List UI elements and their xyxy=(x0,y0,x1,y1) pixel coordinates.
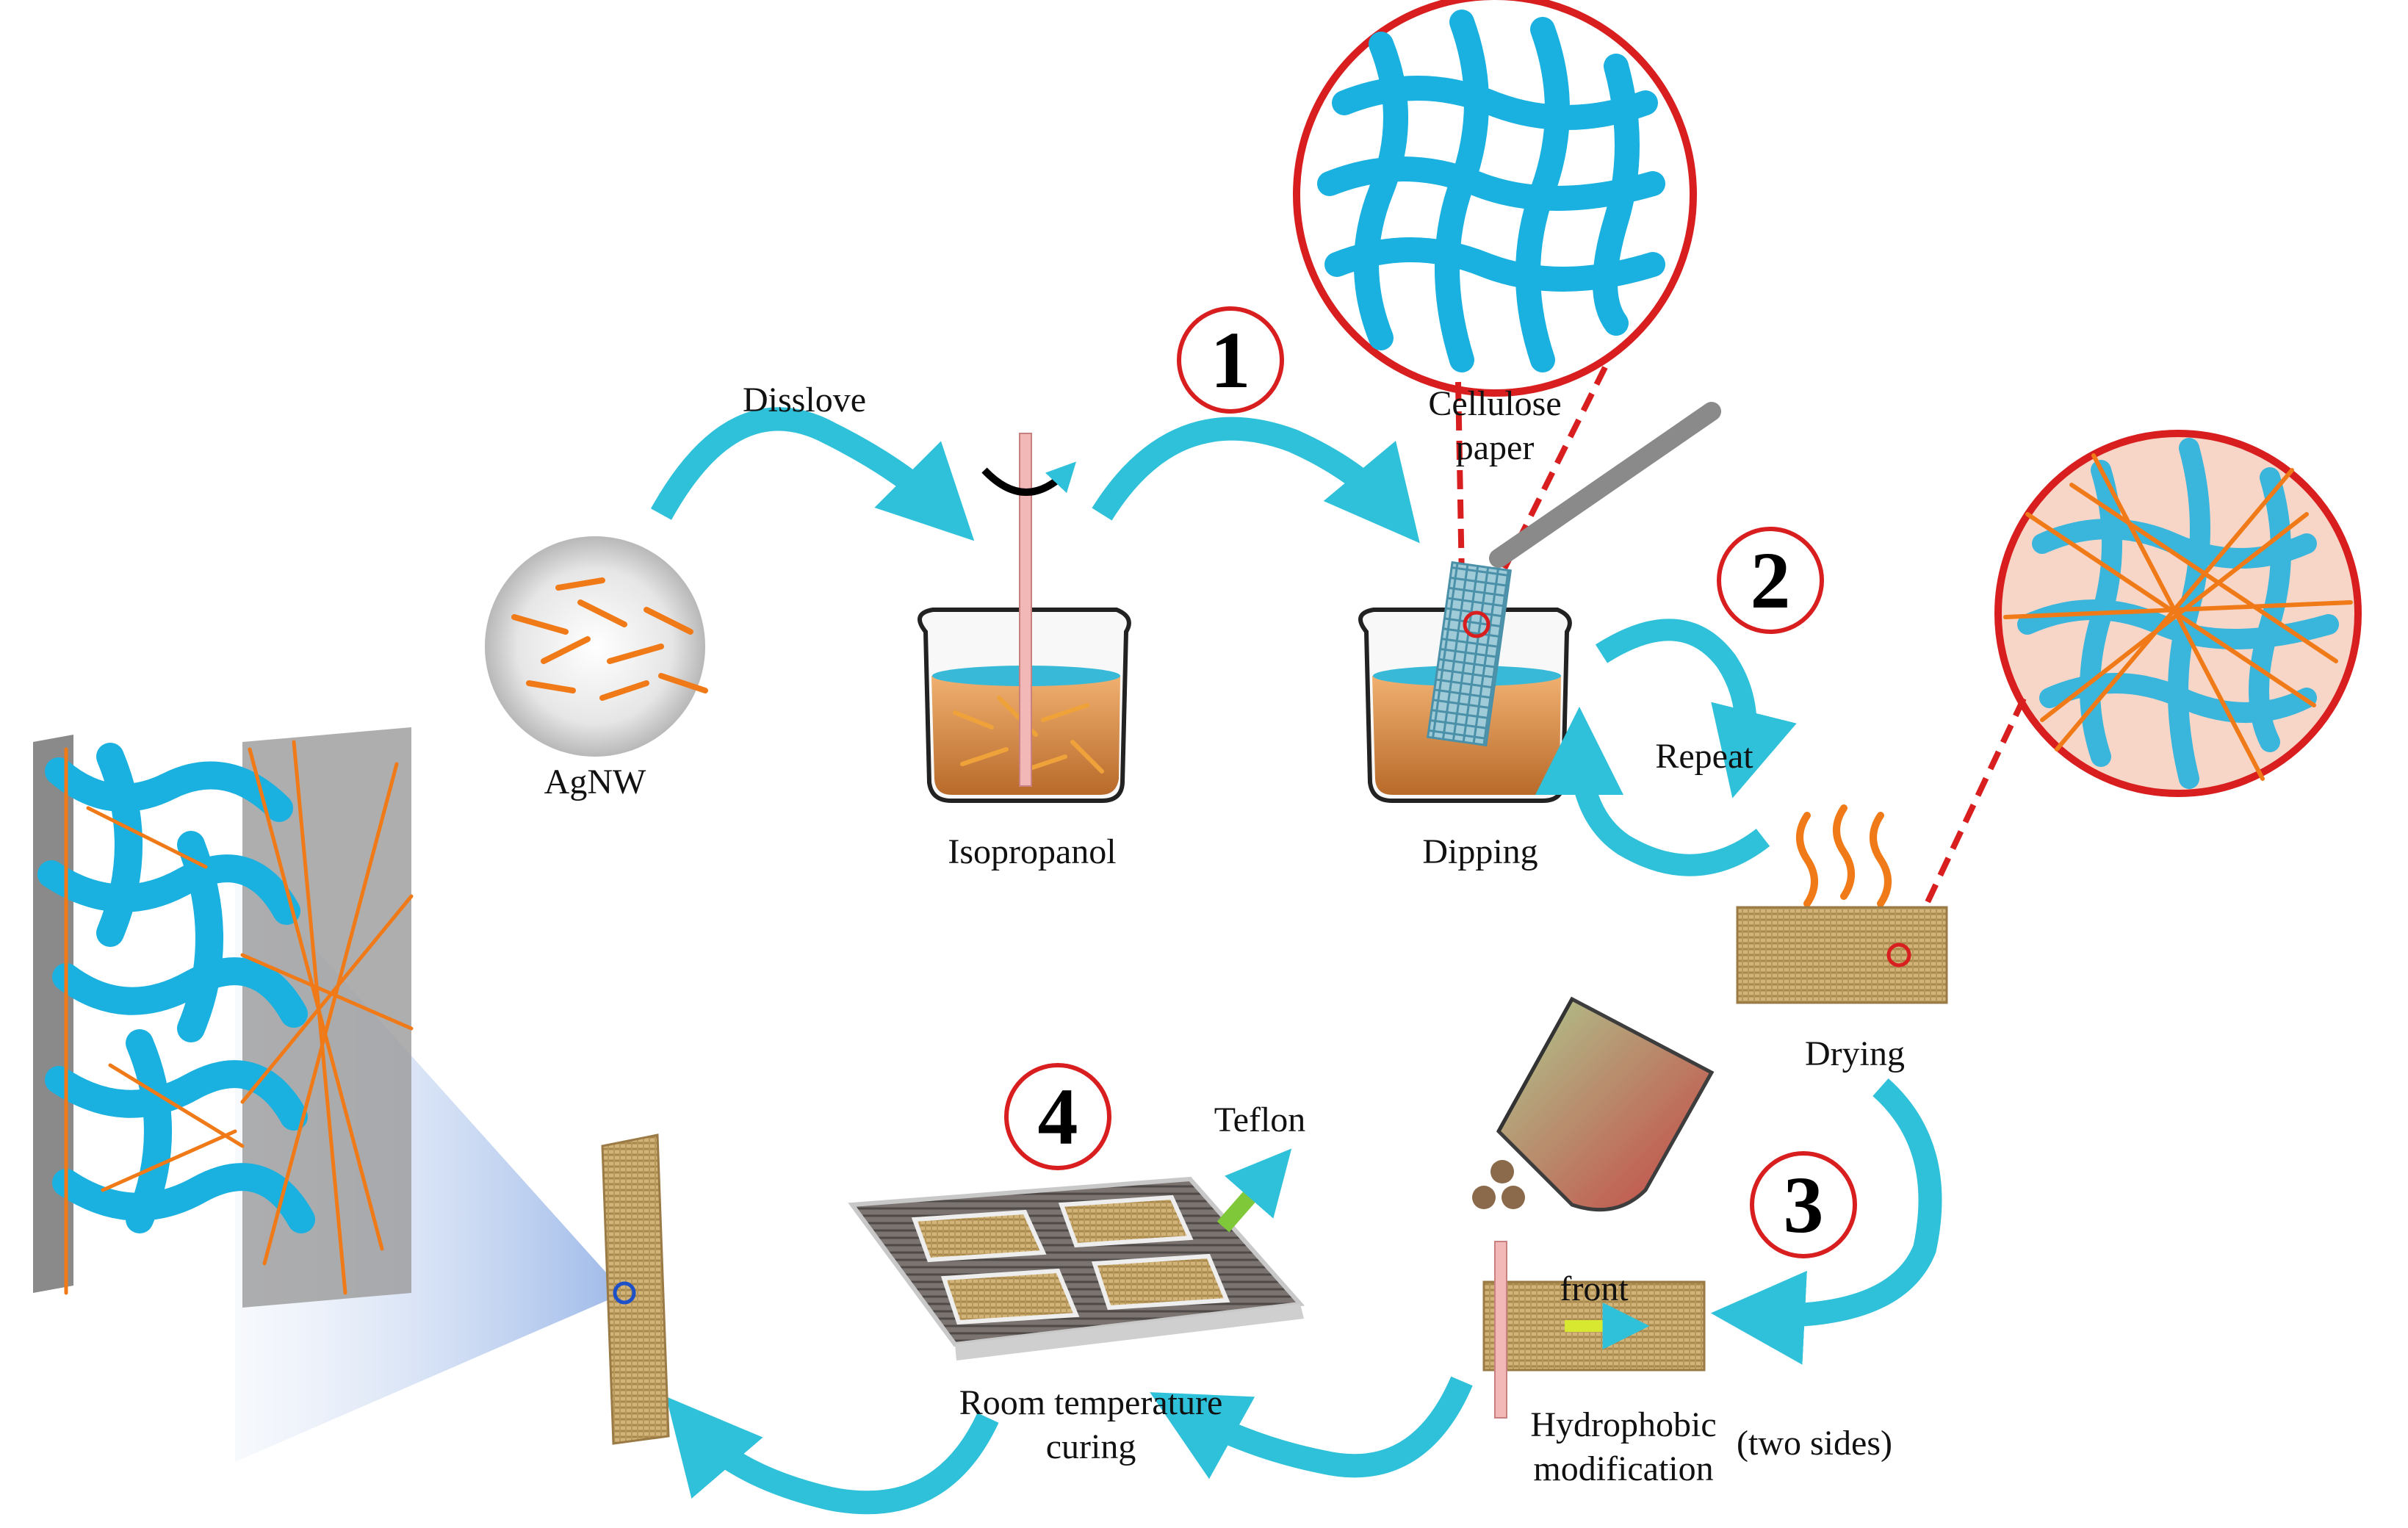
step-3-circle: 3 xyxy=(1750,1151,1857,1258)
label-isopropanol: Isopropanol xyxy=(948,832,1116,871)
label-front: front xyxy=(1560,1269,1629,1308)
label-teflon: Teflon xyxy=(1214,1100,1306,1139)
step-4-circle: 4 xyxy=(1004,1063,1111,1170)
coated-paper-zoom-circle xyxy=(1900,430,2362,956)
step-2-circle: 2 xyxy=(1717,527,1824,634)
tweezers-icon xyxy=(1489,402,1721,568)
arrow-step3 xyxy=(1710,1078,1942,1365)
isopropanol-beaker xyxy=(918,433,1131,803)
arrow-dissolve xyxy=(651,407,975,541)
pouring-beaker xyxy=(1472,996,1715,1212)
dipping-beaker xyxy=(1358,402,1721,803)
step-1-circle: 1 xyxy=(1177,306,1284,414)
label-curing: curing xyxy=(1046,1427,1136,1466)
drying-heat xyxy=(1736,804,1948,1004)
arrow-repeat-back xyxy=(1535,707,1770,876)
label-agnw: AgNW xyxy=(544,763,646,801)
arrow-to-curing xyxy=(1150,1376,1473,1480)
label-drying: Drying xyxy=(1805,1034,1905,1073)
label-cellulose-line2: paper xyxy=(1456,428,1535,467)
teflon-arrow-icon xyxy=(1216,1148,1292,1233)
label-dissolve: Disslove xyxy=(743,381,866,419)
label-repeat: Repeat xyxy=(1655,737,1753,776)
step-3-number: 3 xyxy=(1784,1160,1824,1250)
step-1-number: 1 xyxy=(1211,315,1251,405)
arrow-step1 xyxy=(1092,417,1420,544)
final-sample xyxy=(601,1134,670,1445)
dried-paper xyxy=(1736,906,1948,1004)
label-dipping: Dipping xyxy=(1422,832,1538,871)
cellulose-zoom-circle xyxy=(1293,0,1697,626)
label-room-temperature: Room temperature xyxy=(959,1383,1223,1422)
step-2-number: 2 xyxy=(1751,536,1791,625)
cross-section-illustration xyxy=(33,727,414,1308)
hydrophobic-paper xyxy=(1482,1241,1706,1419)
teflon-plate xyxy=(848,1148,1305,1361)
arrow-to-sample xyxy=(666,1397,999,1515)
label-two-sides: (two sides) xyxy=(1737,1424,1892,1463)
label-cellulose-line1: Cellulose xyxy=(1428,384,1561,423)
step-4-number: 4 xyxy=(1038,1072,1078,1161)
arrow-repeat-down xyxy=(1595,619,1797,799)
label-hydrophobic: Hydrophobic xyxy=(1530,1405,1716,1444)
rotate-arrow-icon xyxy=(981,461,1077,496)
agnw-sphere xyxy=(485,536,708,757)
label-modification: modification xyxy=(1533,1449,1713,1488)
